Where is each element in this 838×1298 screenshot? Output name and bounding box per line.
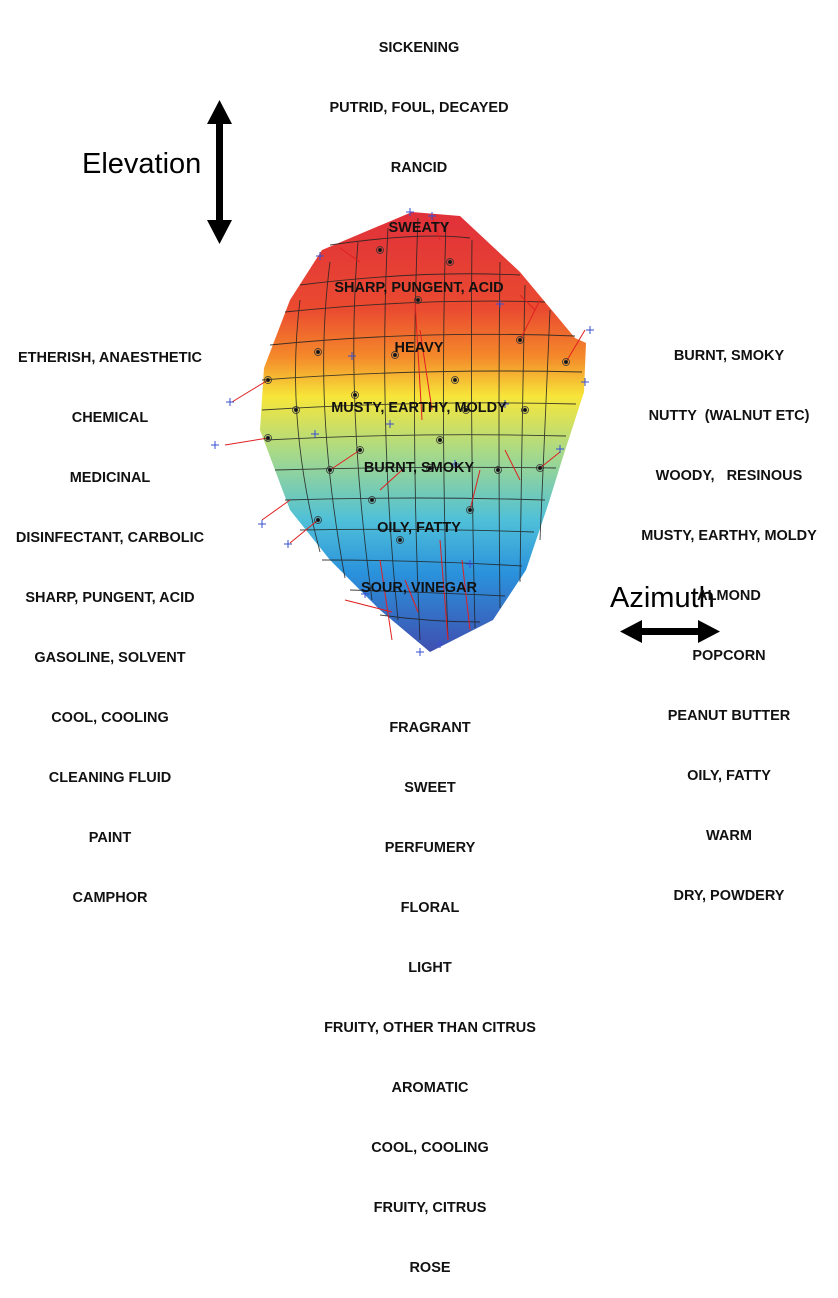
sample-markers xyxy=(211,208,594,656)
descriptor-label: AROMATIC xyxy=(391,1080,469,1096)
azimuth-axis-title: Azimuth xyxy=(610,582,715,614)
descriptor-label: PERFUMERY xyxy=(384,840,476,856)
azimuth-arrow xyxy=(620,620,720,643)
descriptor-label: PUTRID, FOUL, DECAYED xyxy=(329,100,509,116)
descriptor-label: SICKENING xyxy=(378,40,460,56)
descriptor-label: CHEMICAL xyxy=(71,410,149,426)
descriptor-label: NUTTY (WALNUT ETC) xyxy=(648,408,810,424)
descriptor-label: BURNT, SMOKY xyxy=(363,460,475,476)
descriptor-label: BURNT, SMOKY xyxy=(673,348,785,364)
odor-map-diagram xyxy=(207,100,720,656)
descriptor-label: PEANUT BUTTER xyxy=(667,708,791,724)
descriptor-label: SWEET xyxy=(404,780,456,796)
descriptor-label: LIGHT xyxy=(408,960,452,976)
descriptor-label: COOL, COOLING xyxy=(51,710,169,726)
descriptor-label: MUSTY, EARTHY, MOLDY xyxy=(331,400,507,416)
descriptor-label: RANCID xyxy=(390,160,448,176)
descriptor-label: POPCORN xyxy=(692,648,766,664)
descriptor-label: PAINT xyxy=(88,830,132,846)
descriptor-label: FLORAL xyxy=(400,900,460,916)
left-descriptor-list: ETHERISH, ANAESTHETIC CHEMICAL MEDICINAL… xyxy=(0,308,220,928)
descriptor-label: OILY, FATTY xyxy=(687,768,771,784)
bottom-descriptor-list: FRAGRANT SWEET PERFUMERY FLORAL LIGHT FR… xyxy=(270,678,590,1298)
top-descriptor-list: SICKENING PUTRID, FOUL, DECAYED RANCID S… xyxy=(269,0,569,618)
descriptor-label: DRY, POWDERY xyxy=(673,888,785,904)
descriptor-label: SOUR, VINEGAR xyxy=(360,580,477,596)
elevation-arrow xyxy=(207,100,232,244)
descriptor-label: FRUITY, CITRUS xyxy=(373,1200,487,1216)
descriptor-label: SWEATY xyxy=(388,220,450,236)
descriptor-label: COOL, COOLING xyxy=(371,1140,489,1156)
elevation-axis-title: Elevation xyxy=(82,148,202,180)
descriptor-label: HEAVY xyxy=(394,340,444,356)
descriptor-label: MUSTY, EARTHY, MOLDY xyxy=(641,528,817,544)
descriptor-label: CAMPHOR xyxy=(72,890,148,906)
descriptor-label: WARM xyxy=(706,828,752,844)
descriptor-label: SHARP, PUNGENT, ACID xyxy=(25,590,195,606)
descriptor-label: OILY, FATTY xyxy=(377,520,461,536)
descriptor-label: GASOLINE, SOLVENT xyxy=(34,650,186,666)
descriptor-label: DISINFECTANT, CARBOLIC xyxy=(15,530,205,546)
right-descriptor-list: BURNT, SMOKY NUTTY (WALNUT ETC) WOODY, R… xyxy=(620,306,838,926)
descriptor-label: ETHERISH, ANAESTHETIC xyxy=(18,350,202,366)
descriptor-label: ALMOND xyxy=(697,588,761,604)
descriptor-label: WOODY, RESINOUS xyxy=(655,468,803,484)
descriptor-label: CLEANING FLUID xyxy=(48,770,172,786)
descriptor-label: MEDICINAL xyxy=(69,470,151,486)
displacement-lines xyxy=(224,215,586,641)
descriptor-label: SHARP, PUNGENT, ACID xyxy=(334,280,504,296)
descriptor-label: FRUITY, OTHER THAN CITRUS xyxy=(324,1020,536,1036)
odor-surface xyxy=(260,212,586,652)
descriptor-label: FRAGRANT xyxy=(389,720,471,736)
sample-points xyxy=(264,246,570,544)
descriptor-label: ROSE xyxy=(409,1260,451,1276)
